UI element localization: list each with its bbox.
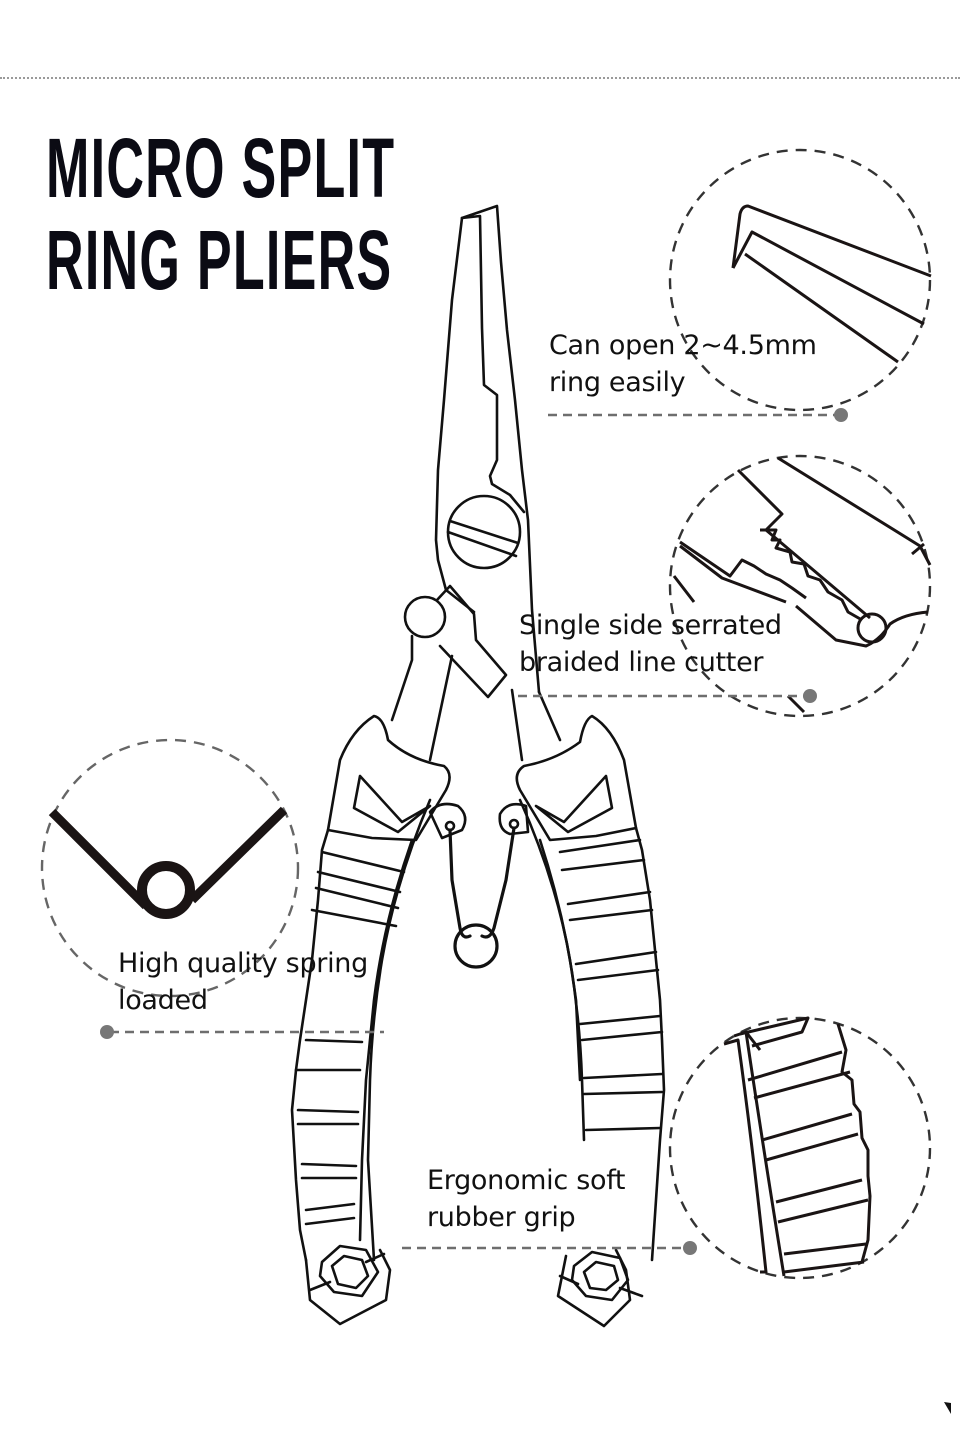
serrated-cutter-detail-icon — [672, 456, 932, 714]
top-dotted-divider — [0, 77, 960, 79]
pliers-tip-detail-icon — [731, 204, 932, 364]
callout-spring-line-1: High quality spring — [118, 948, 368, 979]
detail-circle-cutter — [668, 454, 932, 718]
pliers-illustration-icon — [290, 204, 666, 1328]
detail-circle-spring — [40, 738, 300, 998]
leader-dot-tip — [834, 408, 848, 422]
corner-mark-icon — [944, 1402, 951, 1414]
callout-ring-opener: Can open 2~4.5mm ring easily — [549, 327, 817, 401]
callout-line-cutter-line-2: braided line cutter — [519, 647, 764, 678]
callout-line-cutter: Single side serrated braided line cutter — [519, 607, 782, 681]
detail-circle-tip — [668, 148, 932, 412]
callout-spring-line-2: loaded — [118, 985, 208, 1016]
leader-dot-spring — [100, 1025, 114, 1039]
callout-grip-line-1: Ergonomic soft — [427, 1165, 626, 1196]
detail-circle-grip — [668, 1016, 932, 1280]
callout-grip: Ergonomic soft rubber grip — [427, 1162, 626, 1236]
page-title: MICRO SPLIT RING PLIERS — [46, 122, 395, 306]
title-line-2: RING PLIERS — [46, 213, 393, 307]
callout-line-cutter-line-1: Single side serrated — [519, 610, 782, 641]
spring-coil-detail-icon — [48, 806, 288, 919]
title-line-1: MICRO SPLIT — [46, 121, 396, 215]
callout-spring: High quality spring loaded — [118, 945, 368, 1019]
leader-dot-grip — [683, 1241, 697, 1255]
callout-ring-opener-line-2: ring easily — [549, 367, 686, 398]
leader-dot-cutter — [803, 689, 817, 703]
rubber-grip-detail-icon — [723, 1016, 872, 1277]
callout-grip-line-2: rubber grip — [427, 1202, 576, 1233]
spring-icon — [448, 826, 516, 969]
callout-ring-opener-line-1: Can open 2~4.5mm — [549, 330, 817, 361]
